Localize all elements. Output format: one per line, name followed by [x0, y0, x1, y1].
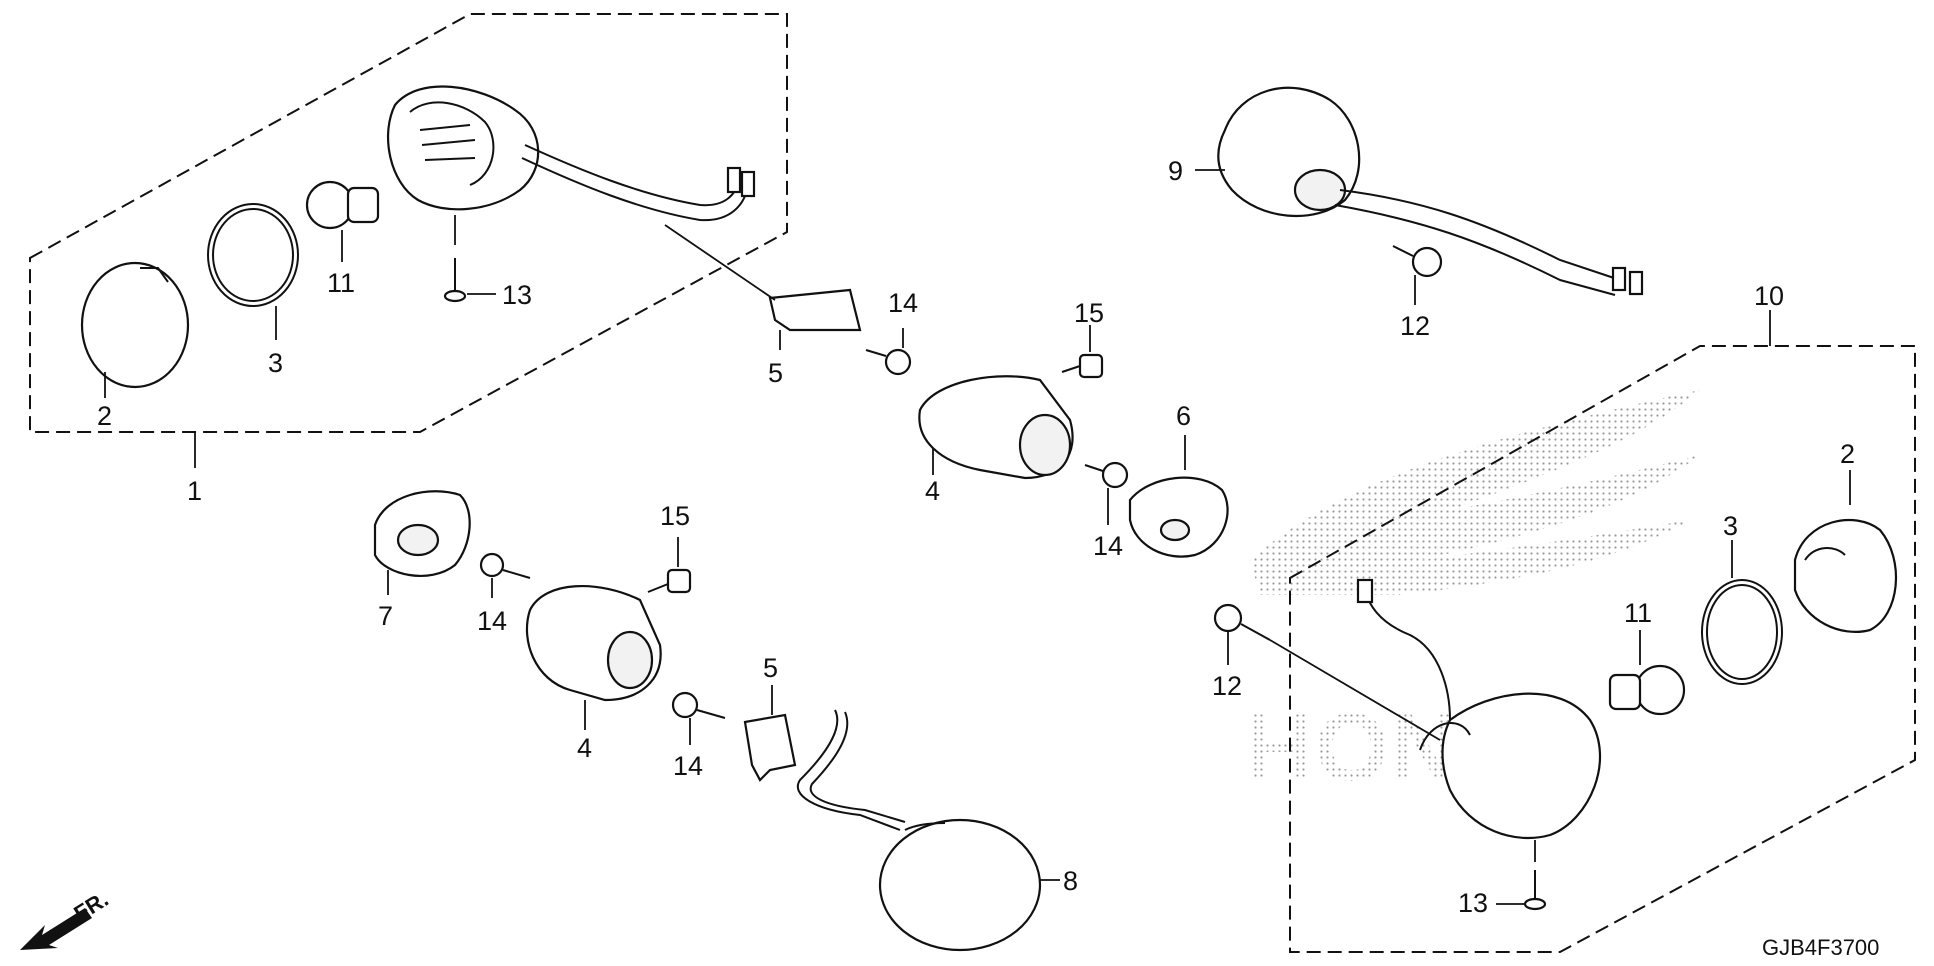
bolt-part-14-lower [671, 691, 726, 719]
callout-9: 9 [1168, 156, 1183, 186]
callout-2-left: 2 [97, 401, 112, 431]
drawing-code: GJB4F3700 [1762, 935, 1879, 960]
assembly-10-outline [1289, 345, 1916, 953]
callout-14-mid-right: 14 [1093, 531, 1123, 561]
callout-11-left: 11 [327, 268, 355, 298]
winker-part-9 [1217, 86, 1644, 296]
callout-8: 8 [1063, 866, 1078, 896]
callout-12-lower: 12 [1212, 671, 1242, 701]
honda-wing-logo [1250, 390, 1700, 595]
callout-10: 10 [1754, 281, 1784, 311]
winker-part-10 [1356, 578, 1601, 840]
bolt-part-14-upper [865, 348, 912, 376]
screw-part-15-lower [647, 568, 692, 594]
lens-part-2-right [1793, 518, 1898, 633]
screw-part-13-left [443, 258, 467, 303]
screw-part-13-right [1523, 870, 1547, 911]
bulb-part-11-left [305, 180, 380, 230]
bracket-part-5-lower [743, 713, 797, 782]
callout-14-lower-left: 14 [477, 606, 507, 636]
bolt-part-14-mid-right [1084, 461, 1129, 489]
callout-6: 6 [1176, 401, 1191, 431]
callout-13-right: 13 [1458, 888, 1488, 918]
callout-4-upper: 4 [925, 476, 940, 506]
callout-11-right: 11 [1624, 598, 1652, 628]
ring-part-3-left [207, 203, 299, 307]
callout-4-lower: 4 [577, 733, 592, 763]
callout-2-right: 2 [1840, 439, 1855, 469]
callout-14-upper: 14 [888, 288, 918, 318]
callout-labels: 1 2 3 11 13 5 14 15 4 14 6 9 12 10 7 14 … [97, 156, 1855, 918]
front-direction-indicator: FR. [20, 886, 113, 950]
lens-part-2-left [80, 261, 190, 389]
ring-part-3-right [1701, 579, 1783, 685]
front-arrow-icon [20, 908, 92, 950]
bracket-part-5-upper [768, 288, 862, 350]
clamp-part-7 [373, 490, 471, 577]
screw-part-15-upper [1061, 353, 1104, 379]
callout-1: 1 [187, 476, 202, 506]
callout-13-left: 13 [502, 280, 532, 310]
clamp-part-6 [1128, 476, 1229, 558]
callout-15-lower: 15 [660, 501, 690, 531]
callout-3-right: 3 [1723, 511, 1738, 541]
winker-part-8 [797, 709, 1042, 952]
callout-12-upper: 12 [1400, 311, 1430, 341]
callout-14-lower: 14 [673, 751, 703, 781]
bolt-part-14-lower-left [479, 552, 531, 579]
callout-5-lower: 5 [763, 653, 778, 683]
bolt-part-12-lower [1213, 603, 1271, 641]
stay-part-4-upper [918, 375, 1074, 480]
stay-part-4-lower [525, 585, 662, 702]
assembly-1-outline [29, 13, 788, 433]
callout-15-upper: 15 [1074, 298, 1104, 328]
housing-left [387, 85, 756, 222]
callout-3-left: 3 [268, 348, 283, 378]
callout-7: 7 [378, 601, 393, 631]
bolt-part-12-upper [1392, 245, 1443, 278]
callout-5-upper: 5 [768, 358, 783, 388]
bulb-part-11-right [1608, 664, 1686, 716]
